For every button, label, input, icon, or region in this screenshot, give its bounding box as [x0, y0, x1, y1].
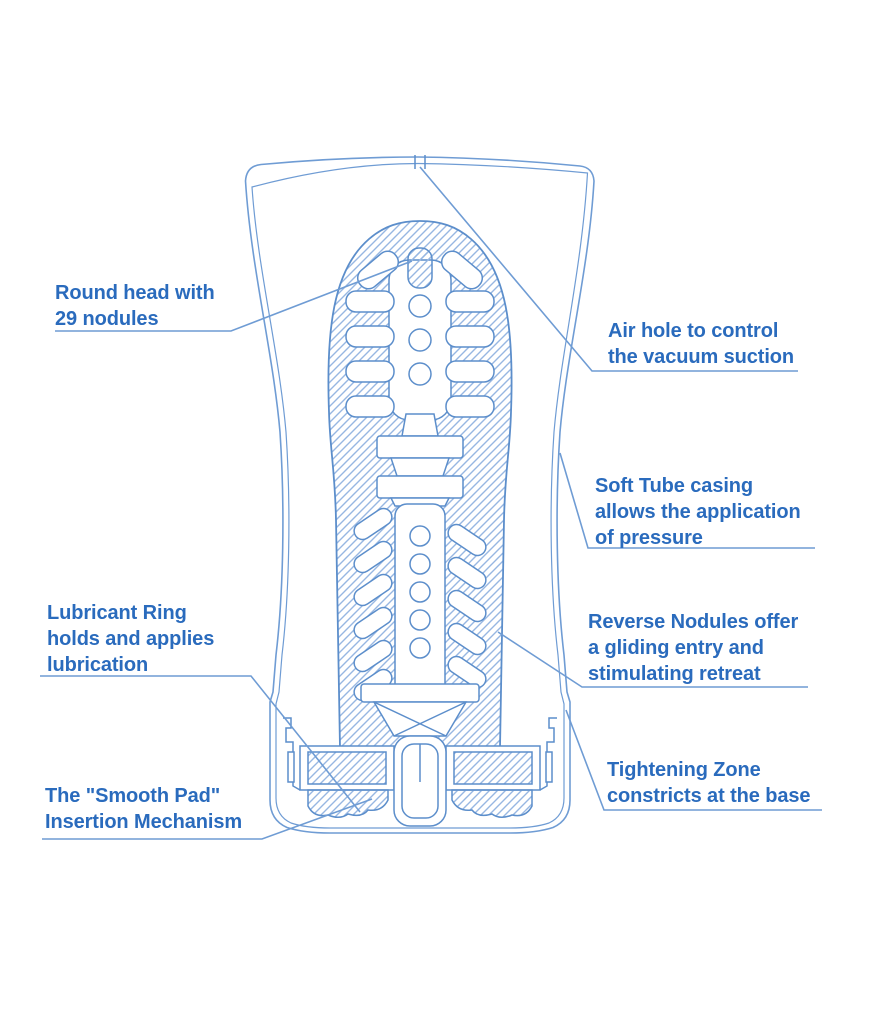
lubricant-pad: [307, 751, 387, 785]
label-line: lubrication: [47, 654, 149, 676]
leader-tightening: [565, 709, 822, 811]
label-lubricant-ring: Lubricant Ring holds and applies lubrica…: [47, 600, 214, 678]
label-round-head: Round head with 29 nodules: [55, 280, 215, 332]
label-line: Soft Tube casing: [595, 475, 754, 497]
label-line: a gliding entry and: [588, 637, 764, 659]
label-air-hole: Air hole to control the vacuum suction: [608, 318, 794, 370]
round-head-cavity: [345, 247, 495, 421]
label-line: allows the application: [595, 501, 801, 523]
head-nodule-hole: [408, 328, 432, 352]
lubricant-pad: [453, 751, 533, 785]
label-soft-tube: Soft Tube casing allows the application …: [595, 473, 801, 551]
label-line: constricts at the base: [607, 785, 811, 807]
label-line: Round head with: [55, 282, 215, 304]
label-reverse-nodules: Reverse Nodules offer a gliding entry an…: [588, 609, 798, 687]
label-line: of pressure: [595, 527, 703, 549]
label-line: stimulating retreat: [588, 663, 761, 685]
upper-ribs: [376, 413, 464, 507]
label-line: Tightening Zone: [607, 759, 761, 781]
air-hole-marker: [414, 155, 426, 169]
label-line: 29 nodules: [55, 308, 159, 330]
sleeve-foot: [451, 789, 533, 818]
channel-nodule-hole: [409, 609, 431, 631]
label-line: Air hole to control: [608, 320, 779, 342]
channel-nodule-hole: [409, 581, 431, 603]
leader-reverse: [497, 631, 808, 688]
label-line: Reverse Nodules offer: [588, 611, 799, 633]
label-tightening-zone: Tightening Zone constricts at the base: [607, 757, 811, 809]
channel-nodule-hole: [409, 637, 431, 659]
label-line: Insertion Mechanism: [45, 811, 243, 833]
channel-nodule-hole: [409, 525, 431, 547]
base-assembly: [283, 683, 557, 827]
label-line: The "Smooth Pad": [45, 785, 221, 807]
leader-smooth-pad: [42, 798, 373, 840]
leader-lines: [40, 166, 822, 840]
leader-air-hole: [419, 166, 798, 372]
label-line: the vacuum suction: [608, 346, 795, 368]
channel-nodule-hole: [409, 553, 431, 575]
leader-round-head: [55, 260, 413, 332]
label-smooth-pad: The "Smooth Pad" Insertion Mechanism: [45, 783, 242, 835]
head-nodule-hole: [408, 294, 432, 318]
leader-lubricant: [40, 675, 361, 813]
leader-soft-tube: [559, 452, 815, 549]
label-line: Lubricant Ring: [47, 602, 187, 624]
reverse-nodule-channel: [353, 503, 487, 702]
head-nodule-hole: [408, 362, 432, 386]
label-line: holds and applies: [47, 628, 215, 650]
sleeve-foot: [307, 789, 389, 818]
